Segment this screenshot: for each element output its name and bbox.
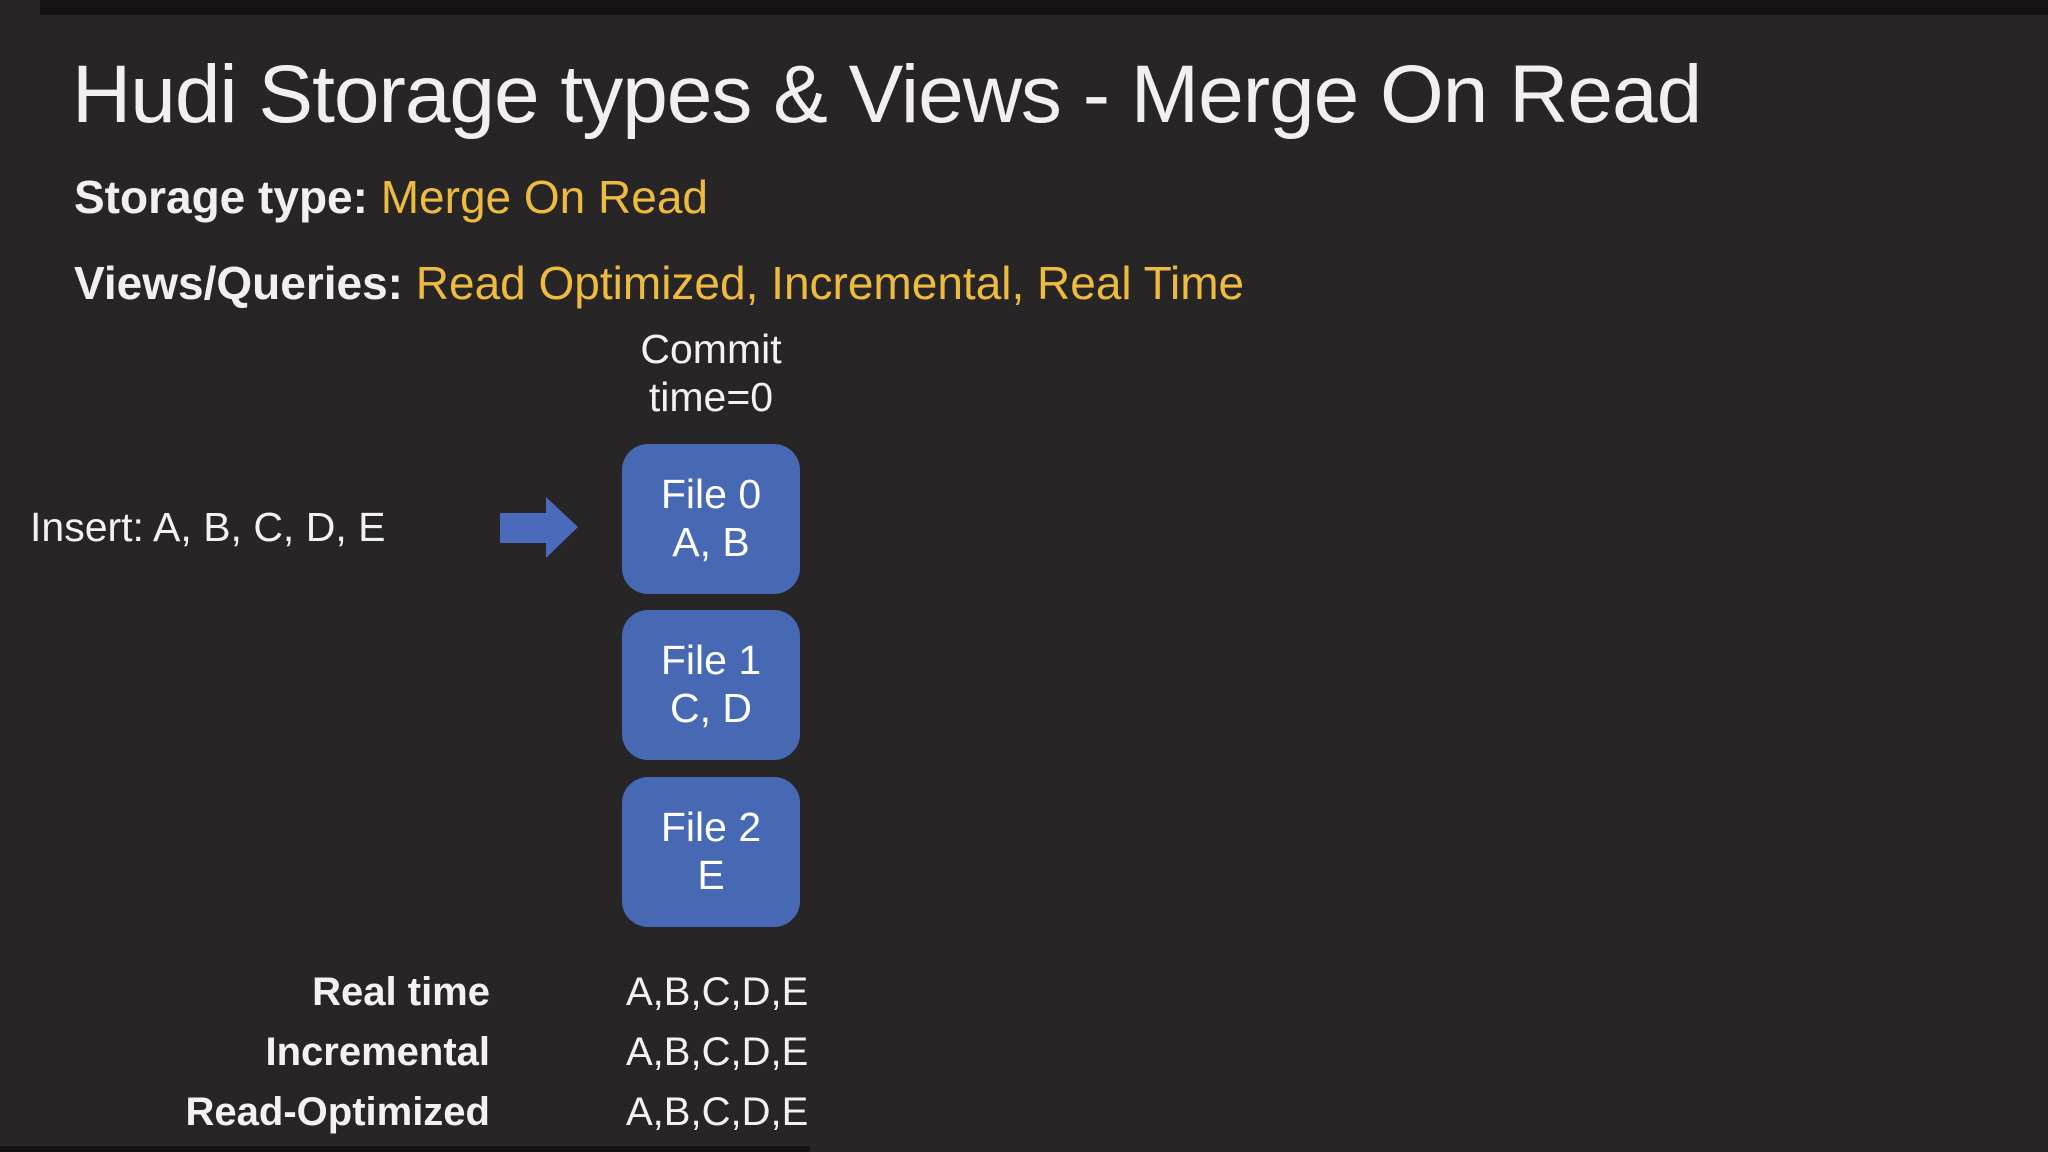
view-row-records: A,B,C,D,E bbox=[626, 970, 809, 1014]
view-row-read-optimized: Read-Optimized A,B,C,D,E bbox=[0, 1090, 2048, 1140]
view-row-records: A,B,C,D,E bbox=[626, 1030, 809, 1074]
commit-time-line2: time=0 bbox=[648, 373, 774, 420]
view-row-records: A,B,C,D,E bbox=[626, 1090, 809, 1134]
top-edge-strip bbox=[40, 0, 2048, 15]
right-arrow-icon bbox=[500, 497, 578, 558]
insert-records-label: Insert: A, B, C, D, E bbox=[30, 504, 386, 550]
commit-time-line1: Commit bbox=[640, 326, 782, 372]
commit-time-label: Commit time=0 bbox=[586, 326, 836, 422]
file-box-1-contents: C, D bbox=[670, 685, 752, 731]
view-row-label: Incremental bbox=[265, 1030, 490, 1074]
file-box-2-contents: E bbox=[697, 852, 725, 898]
file-box-2: File 2 E bbox=[622, 777, 800, 927]
bottom-edge-strip bbox=[0, 1146, 810, 1152]
view-row-real-time: Real time A,B,C,D,E bbox=[0, 970, 2048, 1020]
storage-type-value: Merge On Read bbox=[380, 171, 709, 223]
file-box-0: File 0 A, B bbox=[622, 444, 800, 594]
view-row-label: Real time bbox=[312, 970, 490, 1014]
file-box-1-name: File 1 bbox=[660, 637, 762, 684]
storage-type-line: Storage type: Merge On Read bbox=[74, 170, 708, 224]
storage-type-label: Storage type: bbox=[74, 171, 368, 223]
views-queries-value: Read Optimized, Incremental, Real Time bbox=[415, 257, 1245, 309]
file-box-0-name: File 0 bbox=[660, 471, 762, 518]
file-box-0-contents: A, B bbox=[672, 519, 750, 565]
file-box-2-name: File 2 bbox=[660, 804, 762, 851]
file-box-1: File 1 C, D bbox=[622, 610, 800, 760]
views-queries-line: Views/Queries: Read Optimized, Increment… bbox=[74, 256, 1244, 310]
view-row-label: Read-Optimized bbox=[185, 1090, 490, 1134]
slide-title: Hudi Storage types & Views - Merge On Re… bbox=[72, 49, 1702, 140]
views-queries-label: Views/Queries: bbox=[74, 257, 403, 309]
view-row-incremental: Incremental A,B,C,D,E bbox=[0, 1030, 2048, 1080]
